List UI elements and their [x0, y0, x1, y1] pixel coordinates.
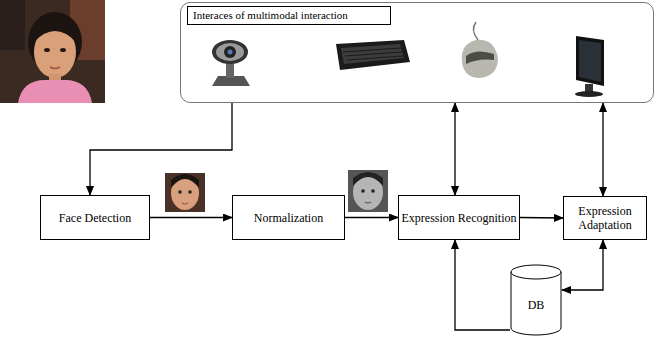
connector-arrow	[345, 217, 398, 218]
connector-arrow	[562, 240, 603, 290]
node-label: Expression Adaptation	[564, 204, 646, 232]
face-thumbnail-gray	[348, 170, 388, 212]
panel-title: Interaces of multimodal interaction	[187, 6, 391, 25]
connector-arrow	[150, 217, 232, 218]
interface-panel: Interaces of multimodal interaction	[180, 2, 654, 103]
node-label: Normalization	[254, 211, 323, 225]
face-thumbnail-color	[165, 173, 205, 212]
connector-arrow	[602, 103, 603, 196]
process-box: Face Detection	[40, 195, 150, 240]
connector-arrow	[454, 103, 455, 195]
database-cylinder: DB	[510, 264, 562, 336]
mouse-icon	[462, 22, 498, 78]
process-box: Normalization	[232, 195, 345, 240]
node-label: Face Detection	[59, 211, 131, 225]
monitor-icon	[575, 36, 604, 97]
keyboard-icon	[336, 40, 410, 70]
process-box: Expression Recognition	[398, 195, 520, 240]
process-box: Expression Adaptation	[563, 196, 647, 240]
connector-arrow	[455, 240, 510, 330]
node-label: DB	[528, 298, 545, 312]
webcam-icon	[212, 40, 250, 86]
node-label: Expression Recognition	[402, 211, 517, 225]
connector-arrow	[520, 217, 563, 219]
connector-arrow	[90, 103, 232, 195]
child-photo	[0, 0, 105, 103]
